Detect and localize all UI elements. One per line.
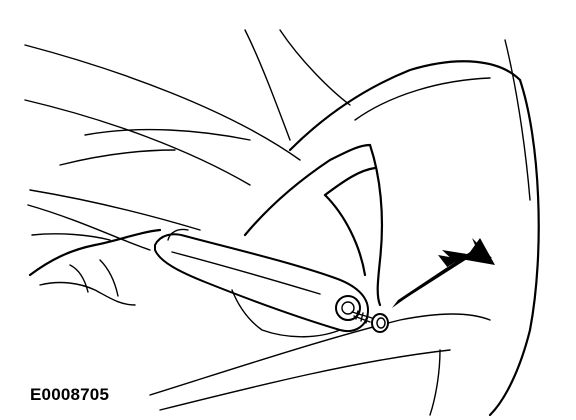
seat-side-trim	[28, 228, 162, 306]
figure-reference-code: E0008705	[30, 385, 110, 404]
arrow-icon	[392, 238, 495, 308]
seat-back	[149, 39, 540, 417]
screw-icon	[351, 310, 389, 333]
armrest-icon	[154, 228, 369, 338]
seat-cushion-lines	[24, 29, 351, 251]
